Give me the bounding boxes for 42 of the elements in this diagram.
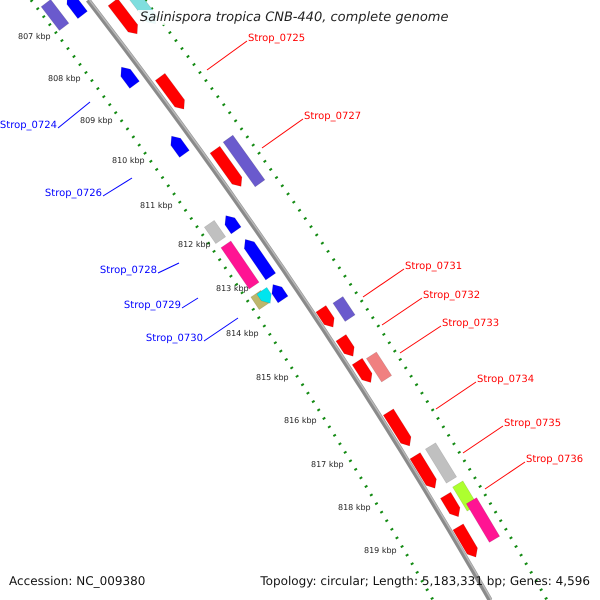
genome-info-text: Topology: circular; Length: 5,183,331 bp; Genes: 4,596 <box>260 575 590 587</box>
gene-label: Strop_0727 <box>304 112 362 122</box>
gene-label: Strop_0725 <box>248 34 306 44</box>
scale-label: 815 kbp <box>256 374 289 382</box>
diagram-title: Salinispora tropica CNB-440, complete genome <box>138 10 450 25</box>
leader-line <box>206 40 248 70</box>
scale-label: 819 kbp <box>364 547 397 555</box>
gene-label: Strop_0733 <box>442 319 500 329</box>
scale-label: 807 kbp <box>18 33 51 41</box>
scale-label: 810 kbp <box>112 157 145 165</box>
leader-line <box>262 118 304 148</box>
scale-label: 818 kbp <box>338 504 371 512</box>
leader-line <box>382 298 422 326</box>
accession-text: Accession: NC_009380 <box>9 575 146 587</box>
gene-label: Strop_0724 <box>0 121 57 131</box>
gene-label: Strop_0730 <box>146 334 203 344</box>
leader-line <box>436 382 476 410</box>
scale-label: 817 kbp <box>311 461 344 469</box>
scale-label: 809 kbp <box>80 117 113 125</box>
gene-label: Strop_0731 <box>405 262 462 272</box>
leader-line <box>102 178 132 196</box>
scale-label: 816 kbp <box>284 417 317 425</box>
gene-label: Strop_0734 <box>477 375 534 385</box>
leader-line <box>204 318 238 342</box>
gene-label: Strop_0735 <box>504 419 562 429</box>
leader-line <box>462 426 504 454</box>
leader-line <box>362 268 404 298</box>
leader-line <box>484 462 526 490</box>
scale-label: 812 kbp <box>178 241 211 249</box>
gene-label: Strop_0732 <box>423 291 480 301</box>
scale-label: 813 kbp <box>216 285 249 293</box>
gene-label: Strop_0728 <box>100 266 157 276</box>
leader-line <box>158 262 180 274</box>
gene-label: Strop_0729 <box>124 301 181 311</box>
leader-line <box>58 102 90 128</box>
scale-label: 808 kbp <box>48 75 81 83</box>
leader-line <box>400 326 442 354</box>
scale-label: 811 kbp <box>140 202 173 210</box>
scale-label: 814 kbp <box>226 330 259 338</box>
leader-line <box>182 298 198 308</box>
gene-label: Strop_0726 <box>44 189 102 199</box>
gene-label: Strop_0736 <box>526 455 584 465</box>
